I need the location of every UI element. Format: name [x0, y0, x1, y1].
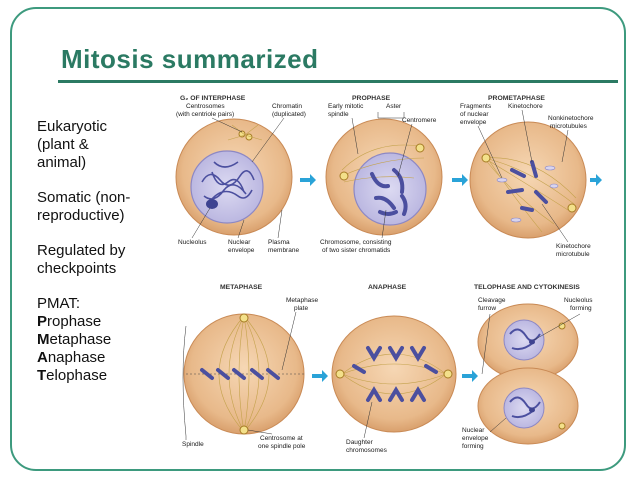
pmat-anaphase: Anaphase: [37, 349, 106, 366]
prometaphase-labels: Fragments of nuclear envelope Kinetochor…: [460, 103, 594, 258]
bullet-list: Eukaryotic (plant & animal) Somatic (non…: [37, 118, 167, 402]
svg-text:Chromatin: Chromatin: [272, 103, 302, 110]
pmat-heading: PMAT:: [37, 295, 81, 312]
stage-prometaphase-label: PROMETAPHASE: [488, 95, 545, 102]
svg-text:Nuclear: Nuclear: [462, 427, 485, 434]
anaphase-labels: Daughter chromosomes: [346, 401, 388, 454]
svg-text:Daughter: Daughter: [346, 439, 374, 446]
bullet-line: reproductive): [37, 207, 125, 224]
stage-telophase-label: TELOPHASE AND CYTOKINESIS: [474, 284, 580, 291]
svg-text:Kinetochore: Kinetochore: [508, 103, 543, 110]
svg-text:Nuclear: Nuclear: [228, 239, 251, 246]
svg-text:microtubule: microtubule: [556, 251, 590, 258]
svg-text:membrane: membrane: [268, 247, 299, 254]
bullet-regulated: Regulated by checkpoints: [37, 242, 167, 278]
svg-text:envelope: envelope: [228, 247, 255, 254]
svg-text:forming: forming: [570, 305, 592, 312]
svg-text:Kinetochore: Kinetochore: [556, 243, 591, 250]
svg-text:Spindle: Spindle: [182, 441, 204, 448]
svg-text:of two sister chromatids: of two sister chromatids: [322, 247, 391, 254]
stage-prophase-label: PROPHASE: [352, 95, 391, 102]
bullet-pmat: PMAT: Prophase Metaphase Anaphase Teloph…: [37, 295, 167, 385]
stage-g2-label: G₂ OF INTERPHASE: [180, 95, 246, 102]
arrow-icon: [462, 370, 478, 382]
svg-text:Nucleolus: Nucleolus: [178, 239, 207, 246]
bullet-line: Eukaryotic: [37, 118, 108, 135]
svg-text:Metaphase: Metaphase: [286, 297, 319, 304]
svg-text:microtubules: microtubules: [550, 123, 588, 130]
svg-text:Plasma: Plasma: [268, 239, 290, 246]
pmat-prophase: Prophase: [37, 313, 102, 330]
svg-text:Early mitotic: Early mitotic: [328, 103, 364, 110]
arrow-icon: [452, 174, 468, 186]
g2-cell: [175, 118, 293, 236]
svg-text:(with centriole pairs): (with centriole pairs): [176, 111, 234, 118]
title-underline: [58, 80, 618, 83]
arrow-icon: [300, 174, 316, 186]
svg-text:envelope: envelope: [460, 119, 487, 126]
svg-text:Centromere: Centromere: [402, 117, 437, 124]
svg-text:(duplicated): (duplicated): [272, 111, 306, 118]
svg-text:envelope: envelope: [462, 435, 489, 442]
stage-metaphase-label: METAPHASE: [220, 284, 263, 291]
arrow-icon: [590, 174, 602, 186]
svg-text:Chromosome, consisting: Chromosome, consisting: [320, 239, 392, 246]
svg-text:forming: forming: [462, 443, 484, 450]
bullet-line: animal): [37, 154, 87, 171]
svg-text:Centrosome at: Centrosome at: [260, 435, 303, 442]
telophase-cell: [477, 303, 579, 445]
pmat-telophase: Telophase: [37, 367, 108, 384]
anaphase-cell: [331, 315, 457, 433]
stage-anaphase-label: ANAPHASE: [368, 284, 407, 291]
pmat-metaphase: Metaphase: [37, 331, 112, 348]
metaphase-cell: [183, 313, 305, 435]
svg-text:spindle: spindle: [328, 111, 349, 118]
arrow-icon: [312, 370, 328, 382]
svg-text:Aster: Aster: [386, 103, 402, 110]
telophase-labels: Cleavage furrow Nucleolus forming Nuclea…: [462, 297, 593, 450]
slide-title: Mitosis summarized: [61, 44, 319, 74]
bullet-line: Somatic (non-: [37, 189, 131, 206]
svg-text:of nuclear: of nuclear: [460, 111, 489, 118]
svg-text:Cleavage: Cleavage: [478, 297, 506, 304]
svg-text:one spindle pole: one spindle pole: [258, 443, 306, 450]
bullet-somatic: Somatic (non- reproductive): [37, 189, 167, 225]
prometaphase-cell: [469, 121, 587, 239]
svg-text:furrow: furrow: [478, 305, 496, 312]
svg-text:chromosomes: chromosomes: [346, 447, 388, 454]
prophase-labels: Early mitotic spindle Aster Centromere C…: [320, 103, 437, 254]
svg-text:Centrosomes: Centrosomes: [186, 103, 225, 110]
svg-text:plate: plate: [294, 305, 308, 312]
svg-text:Nonkinetochore: Nonkinetochore: [548, 115, 594, 122]
bullet-line: checkpoints: [37, 260, 117, 277]
prophase-cell: [325, 118, 443, 236]
bullet-line: (plant &: [37, 136, 89, 153]
svg-text:Nucleolus: Nucleolus: [564, 297, 593, 304]
g2-labels: Centrosomes (with centriole pairs) Chrom…: [176, 103, 306, 254]
bullet-line: Regulated by: [37, 242, 126, 259]
metaphase-labels: Metaphase plate Spindle Centrosome at on…: [182, 297, 319, 450]
svg-text:Fragments: Fragments: [460, 103, 492, 110]
mitosis-figure: G₂ OF INTERPHASE PROPHASE PROMETAPHASE M…: [175, 95, 602, 454]
bullet-eukaryotic: Eukaryotic (plant & animal): [37, 118, 167, 172]
